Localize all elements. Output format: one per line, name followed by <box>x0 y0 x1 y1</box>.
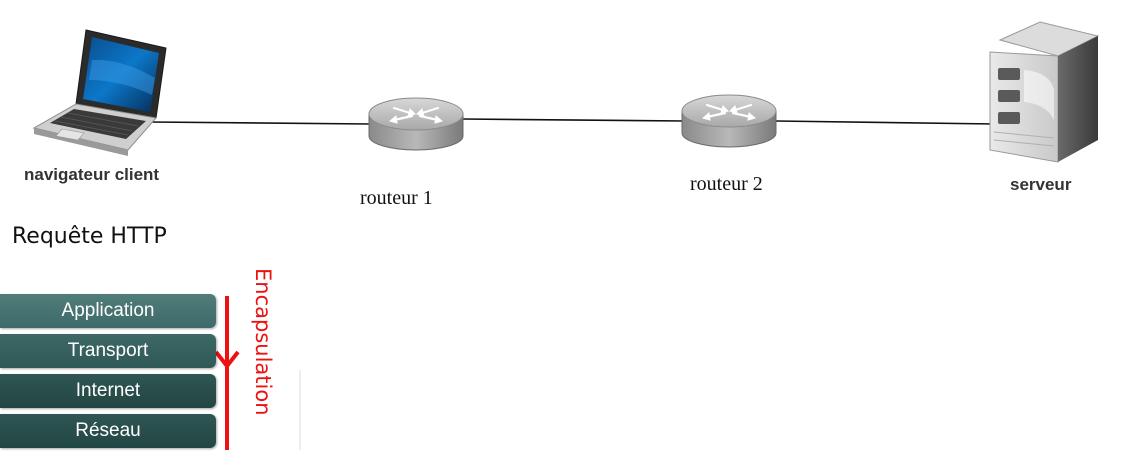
encapsulation-label: Encapsulation <box>251 268 275 416</box>
layer-transport: Transport <box>0 334 216 368</box>
router-icon <box>681 94 777 148</box>
request-title: Requête HTTP <box>12 224 167 249</box>
link-router1-router2 <box>461 118 686 122</box>
encapsulation-arrow <box>214 296 240 450</box>
server-label: serveur <box>1010 175 1072 194</box>
router1-label: routeur 1 <box>360 187 433 209</box>
link-router2-server <box>775 120 996 125</box>
client-label: navigateur client <box>24 165 160 184</box>
server-icon <box>989 21 1100 163</box>
router-icon <box>368 97 464 151</box>
link-client-router1 <box>149 121 371 125</box>
layer-internet: Internet <box>0 374 216 408</box>
layer-application: Application <box>0 294 216 328</box>
laptop-icon <box>32 29 167 156</box>
layer-reseau: Réseau <box>0 414 216 448</box>
router2-label: routeur 2 <box>690 173 763 195</box>
